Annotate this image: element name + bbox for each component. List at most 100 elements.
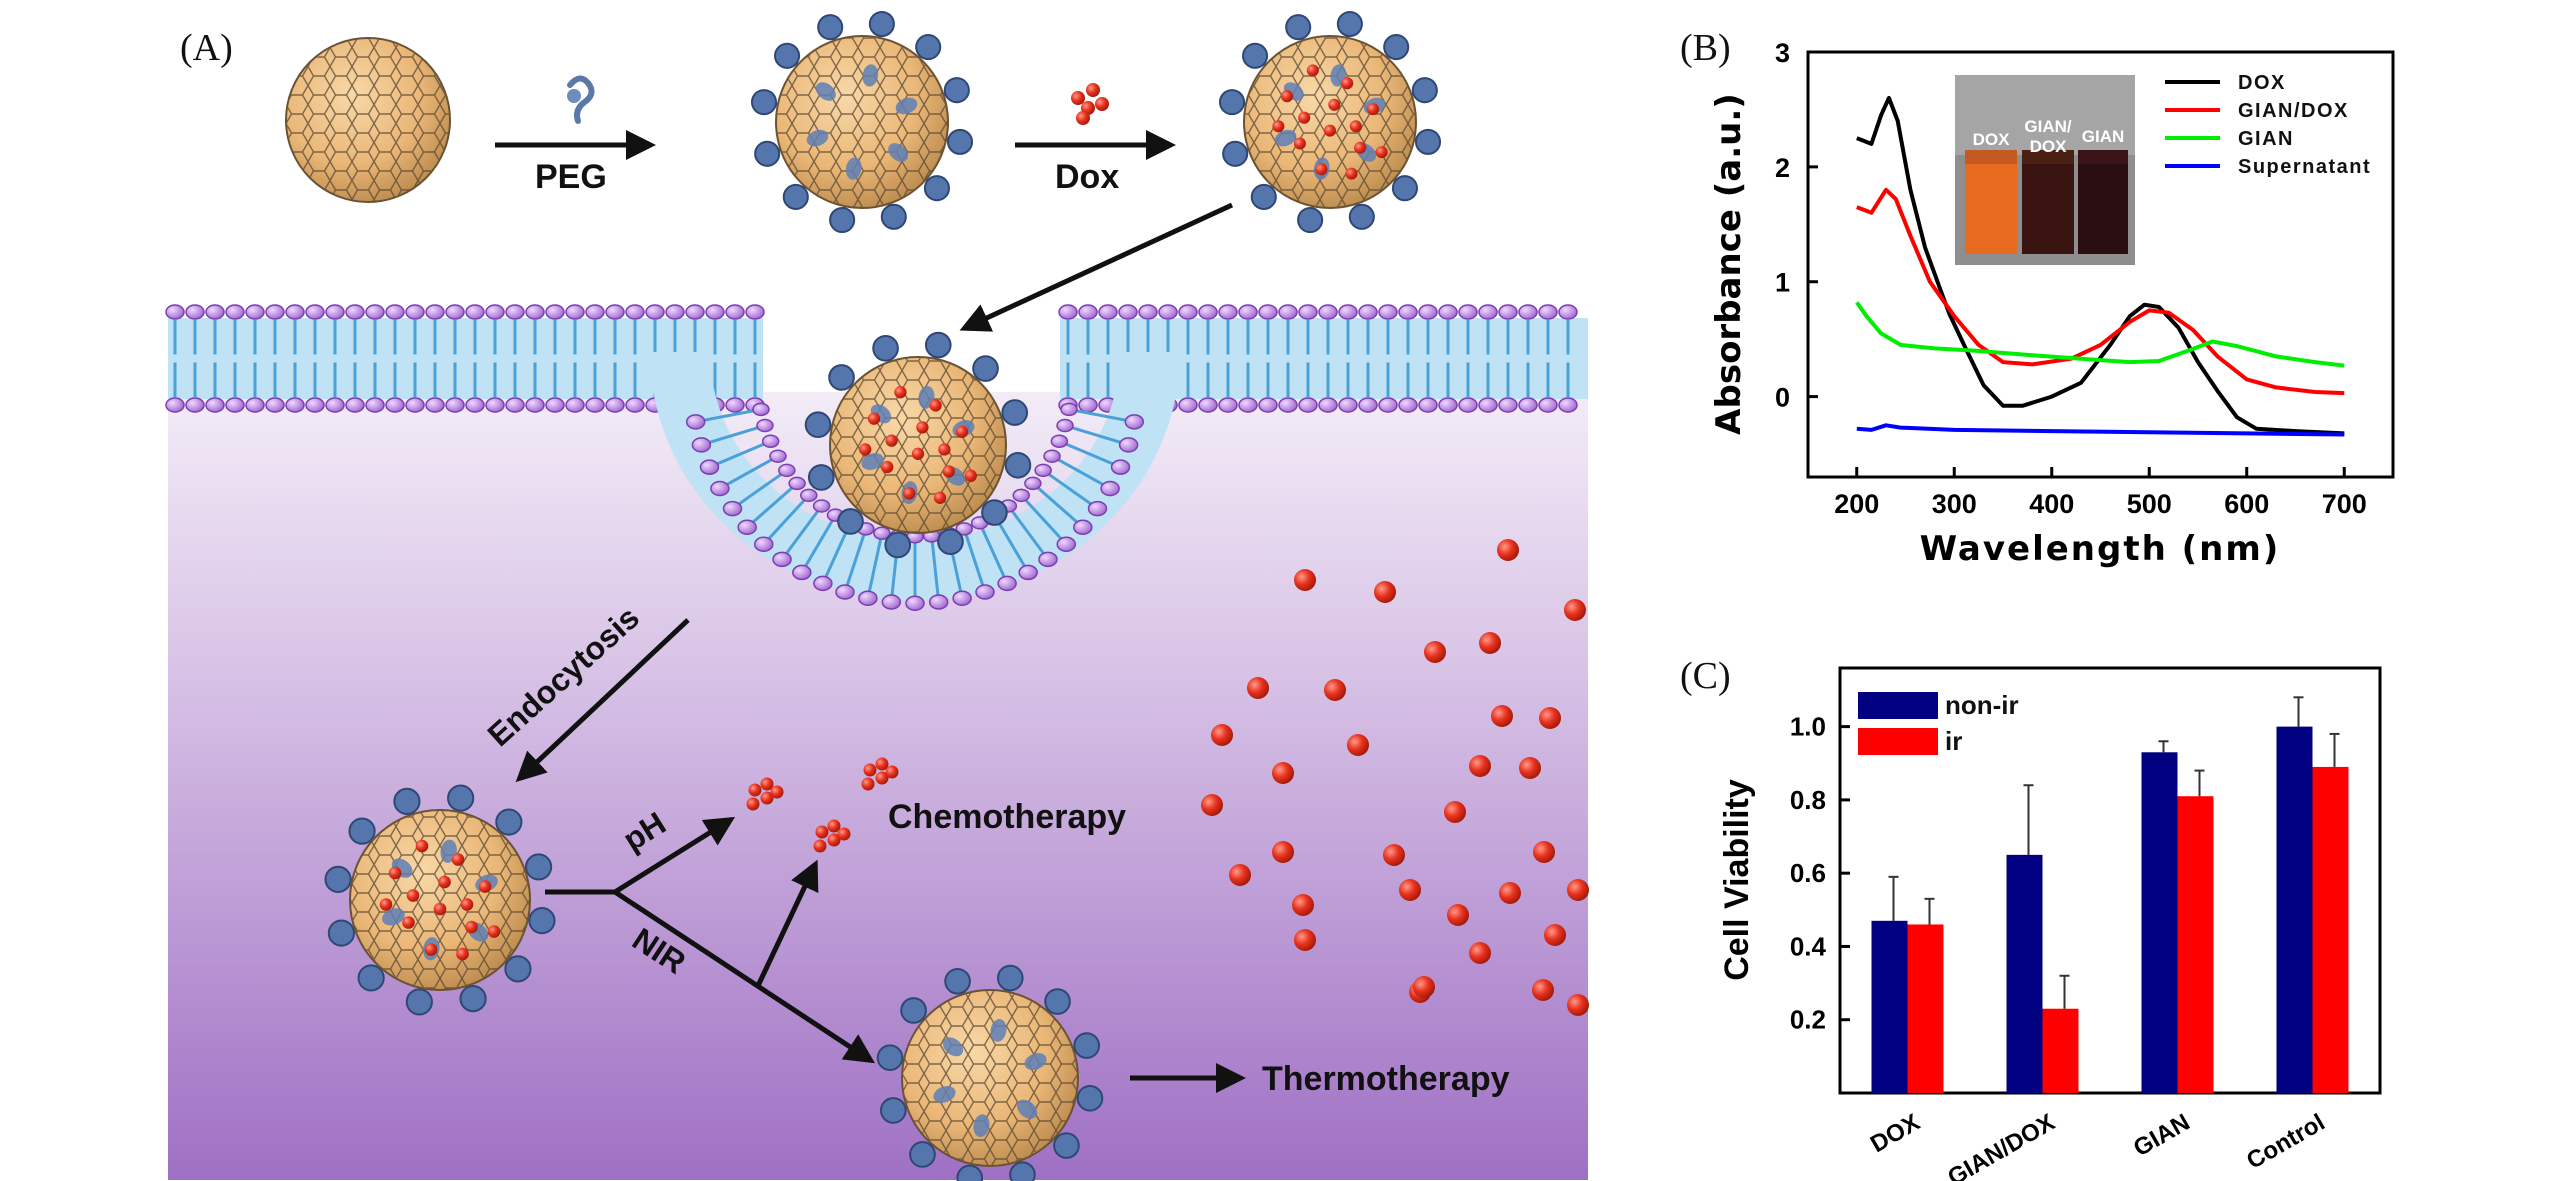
lipid-head (165, 397, 185, 413)
legend-label: DOX (2238, 72, 2286, 94)
peg-chain (923, 175, 950, 202)
dox-molecule (1399, 879, 1421, 901)
lipid-head (485, 397, 505, 413)
dox-molecule (379, 898, 393, 911)
graphene-lattice (903, 991, 1077, 1165)
dox-molecule (451, 853, 465, 866)
lipid-head (1018, 564, 1038, 581)
free-dox-molecules (1201, 539, 1589, 1016)
peg-chain (327, 919, 355, 947)
dox-molecules-icon (1071, 83, 1109, 125)
peg-chain (750, 89, 778, 116)
lipid-head (1098, 304, 1118, 320)
peg-chain (504, 955, 532, 983)
peg-chain (990, 1018, 1007, 1042)
peg-chain (495, 808, 523, 836)
peg-chain (943, 77, 970, 104)
y-tick-label: 3 (1775, 38, 1790, 68)
lipid-head (769, 449, 787, 463)
panel-b-y-axis-label: Absorbance (a.u.) (1709, 93, 1749, 435)
graphene-lattice (1245, 37, 1415, 207)
lipid-head (185, 397, 205, 413)
peg-chain (1053, 1132, 1080, 1159)
dox-molecule (863, 763, 877, 777)
lipid-head (165, 304, 185, 320)
lipid-head (1558, 304, 1578, 320)
lipid-head (705, 304, 725, 320)
peg-chain (447, 784, 475, 812)
nir-release-arrow (754, 859, 819, 990)
peg-chain (888, 143, 909, 162)
lipid-head (1038, 551, 1058, 568)
dox-loaded-nanoparticle (1218, 10, 1442, 234)
lipid-head (1258, 304, 1278, 320)
lipid-head (245, 397, 265, 413)
lipid-head (605, 397, 625, 413)
peg-chain (868, 10, 895, 38)
y-tick-label: 1 (1775, 268, 1790, 298)
lipid-head (812, 499, 831, 513)
lipid-head (645, 304, 665, 320)
lipid-head (565, 304, 585, 320)
peg-chain (946, 128, 974, 155)
lipid-head (1118, 437, 1139, 453)
graphene-lattice (287, 39, 449, 201)
lipid-head (1056, 536, 1076, 552)
dox-molecule (402, 916, 415, 929)
peg-chain (828, 364, 855, 391)
legend-label: ir (1945, 726, 1962, 756)
dox-molecule (460, 898, 474, 911)
series-line-supernatant (1856, 423, 2345, 437)
legend-swatch (1858, 728, 1938, 755)
dox-molecule (1479, 632, 1501, 654)
dox-molecule (748, 783, 762, 797)
peg-chain (900, 997, 927, 1024)
lipid-head (625, 397, 645, 413)
lipid-head (385, 397, 405, 413)
dox-molecule (1564, 599, 1586, 621)
lipid-head (873, 526, 891, 541)
dox-molecule (1533, 841, 1555, 863)
dox-molecule (1383, 844, 1405, 866)
dox-molecule (1294, 569, 1316, 591)
panel-c-bars (1871, 696, 2349, 1093)
lipid-head (625, 304, 645, 320)
dox-molecule (1201, 794, 1223, 816)
lipid-head (1478, 304, 1498, 320)
dox-molecule (894, 386, 907, 399)
inset-label-gian-dox-line2: DOX (2030, 137, 2068, 156)
lipid-head (405, 397, 425, 413)
peg-chain (1414, 128, 1442, 155)
dox-molecule (1349, 120, 1362, 133)
lipid-head (1458, 304, 1478, 320)
lipid-head (1418, 397, 1438, 413)
dox-molecule (388, 866, 402, 880)
lipid-head (1558, 397, 1578, 413)
lipid-head (425, 304, 445, 320)
peg-chain (782, 183, 809, 210)
dox-molecule (1298, 111, 1311, 124)
lipid-head (1060, 402, 1078, 417)
peg-chain (804, 411, 832, 439)
lipid-head (1438, 397, 1458, 413)
lipid-head (752, 402, 770, 417)
lipid-head (722, 500, 743, 517)
lipid-head (1058, 304, 1078, 320)
dox-molecule (1323, 124, 1337, 137)
peg-chain (996, 964, 1024, 992)
lipid-head (1538, 304, 1558, 320)
lipid-head (465, 304, 485, 320)
peg-chain (944, 967, 971, 995)
endocytosis-arrow (515, 618, 690, 783)
lipid-head (881, 594, 902, 610)
lipid-head (605, 304, 625, 320)
x-tick-label: GIAN (2129, 1109, 2194, 1162)
lipid-head (952, 590, 972, 606)
bar-ir-control (2312, 766, 2349, 1093)
panel-b-x-axis-label: Wavelength (nm) (1920, 529, 2281, 569)
panel-b-plot-frame (1806, 50, 2395, 479)
peg-chain (1411, 77, 1438, 104)
empty-nanoparticle (876, 964, 1104, 1181)
lipid-head (1118, 304, 1138, 320)
dox-molecule (938, 443, 951, 456)
